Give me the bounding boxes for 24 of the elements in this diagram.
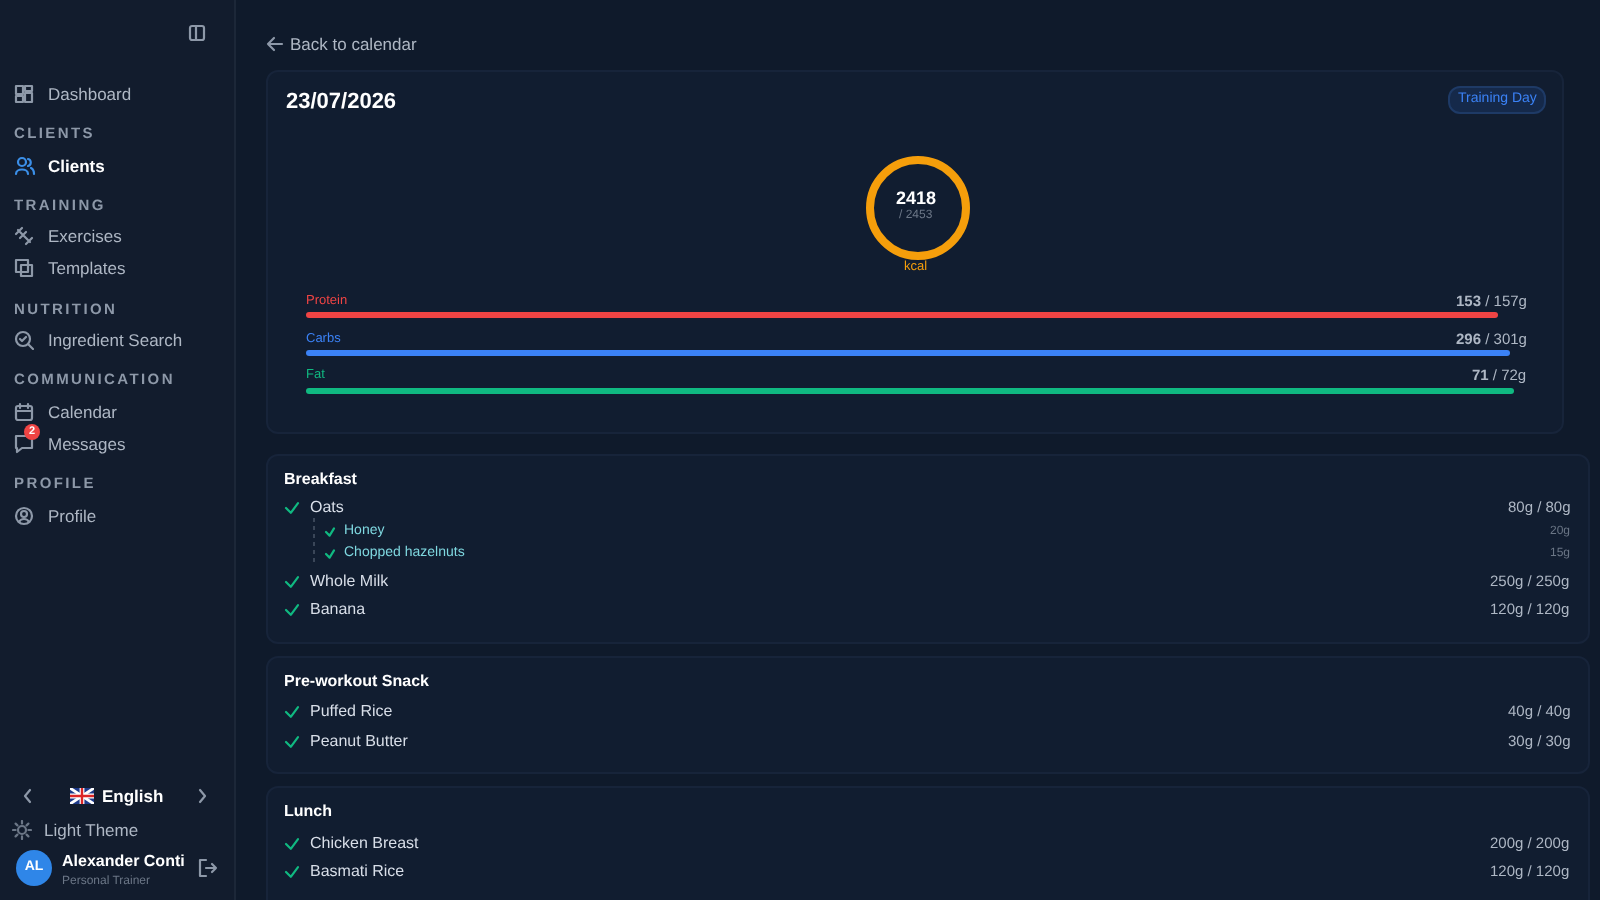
nav-link: Ingredient Search xyxy=(48,328,183,352)
food-item: Peanut Butter xyxy=(310,730,408,754)
food-item: Puffed Rice xyxy=(310,700,393,724)
date-heading: 23/07/2026 xyxy=(286,90,397,114)
meal-heading: Lunch xyxy=(284,800,332,824)
food-item: Chicken Breast xyxy=(310,832,419,856)
nav-link: Messages xyxy=(48,432,126,456)
food-item: Oats xyxy=(310,496,344,520)
meal-heading: Breakfast xyxy=(284,468,357,492)
user-name: Alexander Conti xyxy=(62,850,185,874)
food-item: Whole Milk xyxy=(310,570,389,594)
nav-link: Exercises xyxy=(48,224,122,248)
meal-heading: Pre-workout Snack xyxy=(284,670,429,694)
nav-link: Templates xyxy=(48,256,126,280)
calorie-value: 2418 xyxy=(896,186,937,209)
nav-link: Clients xyxy=(48,154,105,178)
nav-link: Profile xyxy=(48,504,97,528)
theme-toggle: Light Theme xyxy=(44,818,139,842)
food-item: Basmati Rice xyxy=(310,860,405,884)
back-link: Back to calendar xyxy=(290,32,417,56)
language-selector: English xyxy=(102,784,164,808)
nav-link: Calendar xyxy=(48,400,117,424)
food-item: Banana xyxy=(310,598,366,622)
nav-link: Dashboard xyxy=(48,82,132,106)
